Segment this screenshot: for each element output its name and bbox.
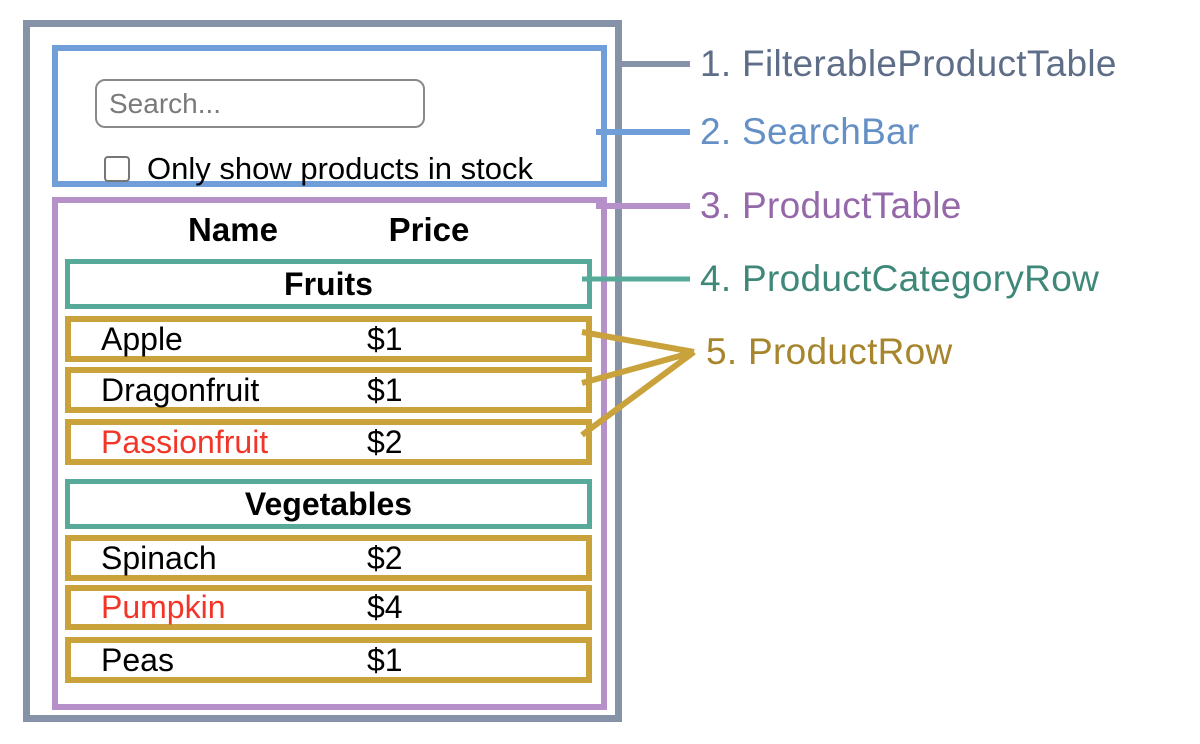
product-name-out-of-stock: Pumpkin (101, 589, 226, 625)
product-price: $1 (367, 641, 403, 678)
product-name: Apple (101, 320, 183, 357)
product-row-dragonfruit: Dragonfruit $1 (65, 367, 592, 413)
product-row-passionfruit: Passionfruit $2 (65, 419, 592, 465)
column-header-price: Price (388, 211, 470, 248)
product-name: Spinach (101, 539, 217, 576)
product-category-row-vegetables: Vegetables (65, 479, 592, 529)
product-price: $1 (367, 371, 403, 408)
product-price: $2 (367, 539, 403, 576)
legend-product-category-row: 4. ProductCategoryRow (700, 258, 1100, 299)
product-table-inner: Name Price Fruits Apple $1 Dragonfruit $… (58, 203, 601, 704)
product-name: Dragonfruit (101, 371, 260, 408)
product-price: $1 (367, 320, 403, 357)
legend-product-table: 3. ProductTable (700, 185, 962, 226)
category-label: Fruits (284, 265, 373, 302)
product-price: $2 (367, 423, 403, 460)
product-row-spinach: Spinach $2 (65, 535, 592, 581)
in-stock-checkbox[interactable] (104, 156, 130, 182)
stock-filter-row: Only show products in stock (104, 151, 533, 187)
product-row-pumpkin: Pumpkin $4 (65, 585, 592, 630)
search-input[interactable] (95, 79, 425, 128)
in-stock-checkbox-label: Only show products in stock (147, 151, 533, 186)
search-bar-box: Only show products in stock (52, 45, 607, 187)
filterable-product-table-box: Only show products in stock Name Price F… (23, 20, 622, 722)
product-table-box: Name Price Fruits Apple $1 Dragonfruit $… (52, 197, 607, 710)
legend-product-row: 5. ProductRow (706, 331, 953, 372)
product-name-out-of-stock: Passionfruit (101, 423, 269, 460)
legend-filterable-product-table: 1. FilterableProductTable (700, 43, 1117, 84)
product-row-peas: Peas $1 (65, 637, 592, 683)
column-header-name: Name (188, 211, 278, 248)
category-label: Vegetables (244, 485, 413, 522)
product-name: Peas (101, 641, 174, 678)
legend-search-bar: 2. SearchBar (700, 111, 920, 152)
product-category-row-fruits: Fruits (65, 259, 592, 309)
product-price: $4 (367, 589, 403, 625)
product-row-apple: Apple $1 (65, 316, 592, 362)
